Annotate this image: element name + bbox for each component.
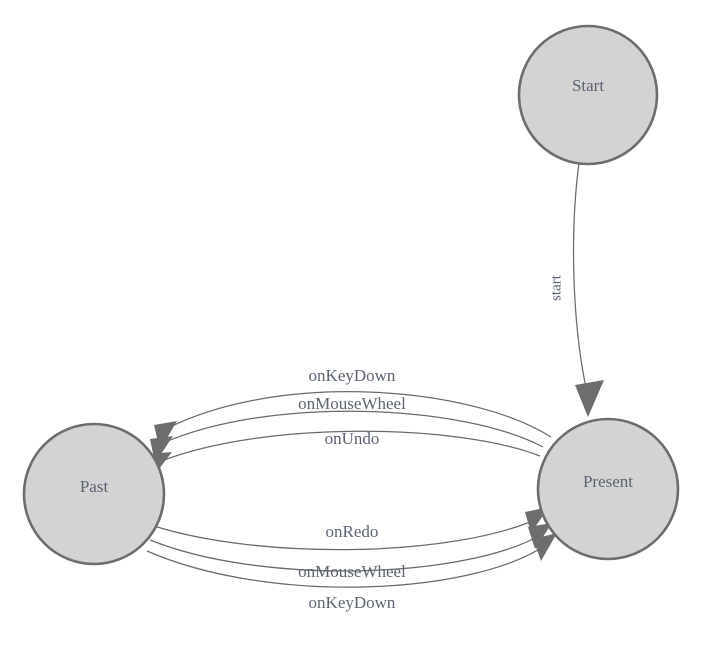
edge-past-to-present-onmousewheel[interactable]: onMouseWheel <box>149 523 552 581</box>
edge-present-to-past-onundo-path <box>158 430 541 463</box>
node-start-circle <box>517 24 659 166</box>
edge-past-to-present-onmousewheel-path <box>149 534 542 572</box>
edge-label-present-to-past-onmousewheel: onMouseWheel <box>298 394 406 413</box>
arrowhead-into-present-3 <box>533 533 557 561</box>
node-present-circle <box>536 417 680 561</box>
edge-label-present-to-past-onundo: onUndo <box>325 429 380 448</box>
node-present[interactable]: Present <box>536 417 680 561</box>
edge-past-to-present-onredo[interactable]: onRedo <box>153 507 549 551</box>
edge-present-to-past-onkeydown-path <box>165 391 552 438</box>
edge-label-present-to-past-onkeydown: onKeyDown <box>309 366 396 385</box>
edge-label-past-to-present-onredo: onRedo <box>326 522 379 541</box>
edge-label-past-to-present-onmousewheel: onMouseWheel <box>298 562 406 581</box>
edge-label-start: start <box>548 274 564 301</box>
edge-past-to-present-onredo-path <box>153 518 538 551</box>
edge-present-to-past-onundo[interactable]: onUndo <box>150 429 541 478</box>
node-present-label: Present <box>583 472 633 491</box>
edge-past-to-present-onkeydown-path <box>146 544 547 588</box>
node-past[interactable]: Past <box>22 422 166 566</box>
node-past-circle <box>22 422 166 566</box>
edge-present-to-past-onmousewheel-path <box>160 410 544 448</box>
edge-past-to-present-onkeydown[interactable]: onKeyDown <box>146 533 557 612</box>
node-start[interactable]: Start <box>517 24 659 166</box>
arrowhead-into-present-2 <box>528 523 552 549</box>
arrowhead-into-present-top <box>575 380 604 417</box>
edge-start-to-present-path <box>572 162 587 389</box>
edge-start-to-present[interactable]: start <box>548 162 604 417</box>
node-past-label: Past <box>80 477 109 496</box>
edge-label-past-to-present-onkeydown: onKeyDown <box>309 593 396 612</box>
node-start-label: Start <box>572 76 604 95</box>
